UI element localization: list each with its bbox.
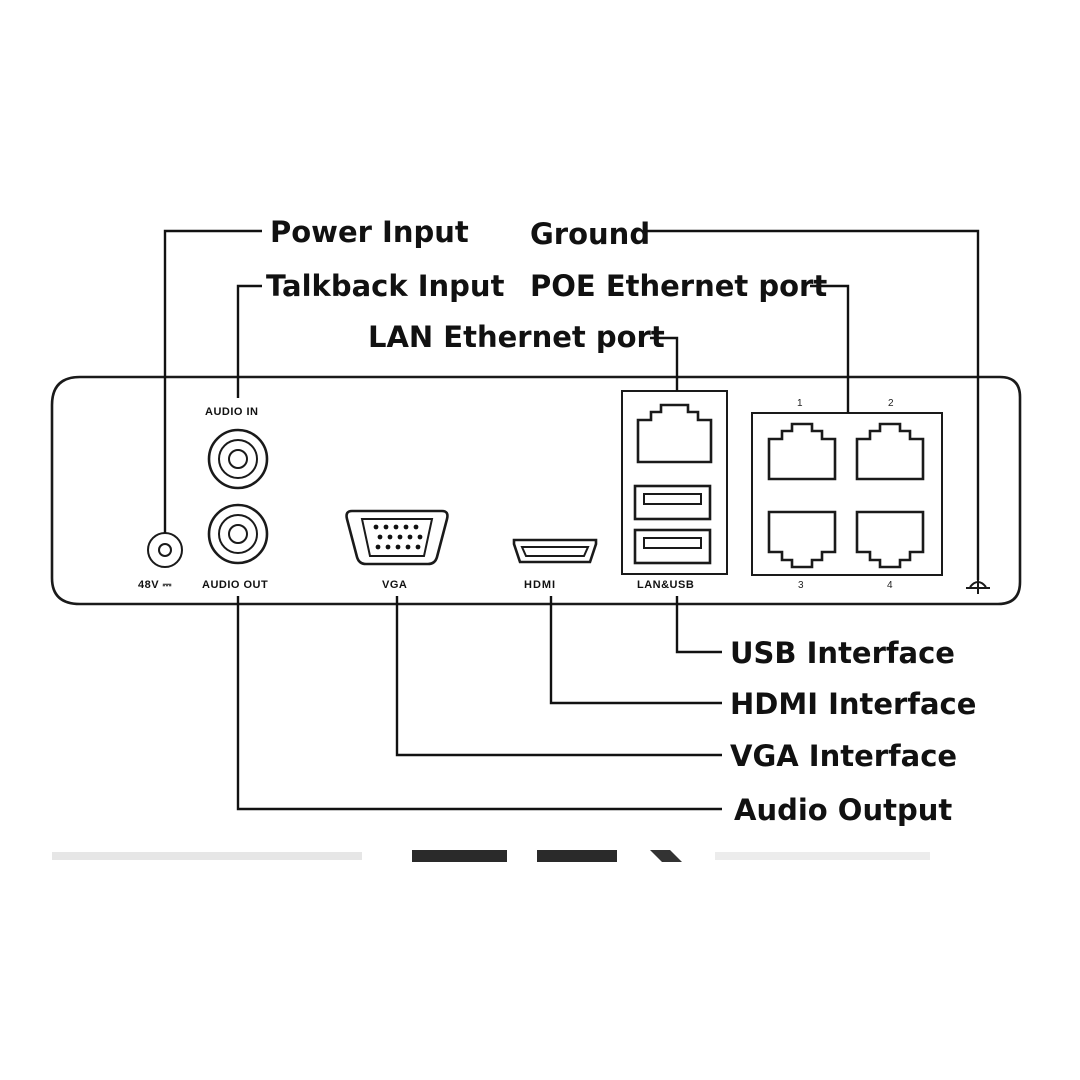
usb-port-2 — [633, 528, 712, 565]
poe-port-2 — [855, 422, 925, 481]
audio-in-label: AUDIO IN — [205, 406, 259, 418]
ground-icon — [966, 580, 990, 594]
leader-audio-output — [236, 596, 722, 811]
poe-port-4 — [855, 510, 925, 569]
lan-ethernet-jack — [636, 403, 713, 464]
device-body — [50, 375, 1022, 606]
poe-port-3 — [767, 510, 837, 569]
cropped-edge-strip — [52, 850, 930, 862]
callout-ground: Ground — [530, 217, 650, 251]
power-label: 48V ⎓ — [138, 579, 172, 591]
leader-vga-interface — [395, 596, 722, 757]
leader-usb-interface — [675, 596, 722, 654]
leader-hdmi-interface — [549, 596, 722, 705]
poe-port-number-3: 3 — [798, 580, 804, 591]
audio-out-label: AUDIO OUT — [202, 579, 268, 591]
power-jack — [147, 532, 183, 568]
leader-power-input — [163, 229, 262, 533]
poe-port-number-4: 4 — [887, 580, 893, 591]
leader-lan-ethernet-port — [650, 336, 679, 391]
callout-power-input: Power Input — [270, 215, 469, 249]
audio-in-jack — [207, 428, 269, 490]
leader-ground — [646, 229, 980, 580]
poe-port-1 — [767, 422, 837, 481]
leader-talkback-input — [236, 284, 262, 398]
callout-vga-interface: VGA Interface — [730, 739, 957, 773]
callout-hdmi-interface: HDMI Interface — [730, 687, 976, 721]
hdmi-port — [512, 538, 598, 564]
leader-poe-ethernet-port — [810, 284, 850, 413]
lan-usb-block — [621, 390, 728, 575]
hdmi-label: HDMI — [524, 579, 556, 591]
callout-poe-ethernet-port: POE Ethernet port — [530, 269, 827, 303]
callout-audio-output: Audio Output — [734, 793, 952, 827]
callout-lan-ethernet-port: LAN Ethernet port — [368, 320, 665, 354]
vga-label: VGA — [382, 579, 407, 591]
audio-out-jack — [207, 503, 269, 565]
callout-usb-interface: USB Interface — [730, 636, 955, 670]
poe-port-number-2: 2 — [888, 398, 894, 409]
callout-talkback-input: Talkback Input — [266, 269, 505, 303]
poe-port-number-1: 1 — [797, 398, 803, 409]
vga-port — [345, 509, 449, 566]
usb-port-1 — [633, 484, 712, 521]
lan-usb-label: LAN&USB — [637, 579, 694, 591]
